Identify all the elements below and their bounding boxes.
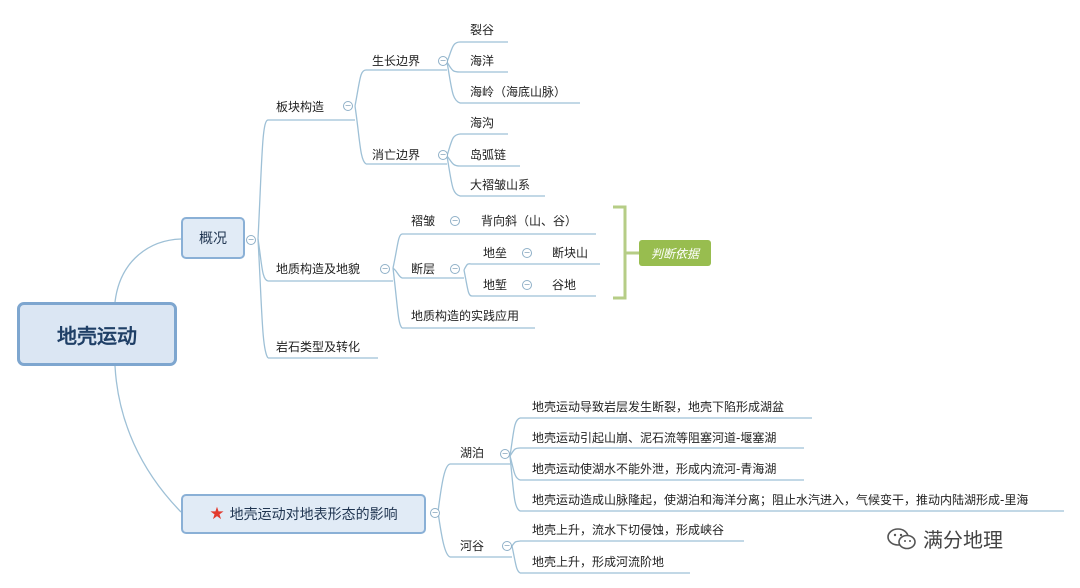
collapse-horst-icon[interactable]: − <box>522 248 532 258</box>
rock-node[interactable]: 岩石类型及转化 <box>276 340 361 354</box>
collapse-geo-icon[interactable]: − <box>380 264 390 274</box>
influence-node[interactable]: ★ 地壳运动对地表形态的影响 <box>181 494 426 534</box>
growth-boundary-node[interactable]: 生长边界 <box>372 54 421 68</box>
growth-item[interactable]: 裂谷 <box>470 23 495 37</box>
collapse-lake-icon[interactable]: − <box>500 449 510 459</box>
subduction-item[interactable]: 海沟 <box>470 116 495 130</box>
fold-node[interactable]: 褶皱 <box>411 214 436 228</box>
judgement-basis-badge: 判断依据 <box>639 240 711 266</box>
star-icon: ★ <box>209 504 225 524</box>
influence-label: 地壳运动对地表形态的影响 <box>229 507 398 523</box>
growth-item[interactable]: 海洋 <box>470 54 495 68</box>
root-node[interactable]: 地壳运动 <box>17 302 177 366</box>
overview-label: 概况 <box>199 231 227 247</box>
watermark-text: 满分地理 <box>923 528 1003 552</box>
collapse-fault-icon[interactable]: − <box>450 264 460 274</box>
fault-node[interactable]: 断层 <box>411 262 436 276</box>
horst-node[interactable]: 地垒 <box>483 246 508 260</box>
valley-node[interactable]: 河谷 <box>460 539 485 553</box>
geo-structure-node[interactable]: 地质构造及地貌 <box>276 262 361 276</box>
collapse-plate-icon[interactable]: − <box>343 101 353 111</box>
graben-result[interactable]: 谷地 <box>552 278 577 292</box>
horst-result[interactable]: 断块山 <box>552 246 589 260</box>
valley-item[interactable]: 地壳上升，流水下切侵蚀，形成峡谷 <box>532 523 725 537</box>
lake-item[interactable]: 地壳运动使湖水不能外泄，形成内流河-青海湖 <box>532 462 777 476</box>
subduction-item[interactable]: 大褶皱山系 <box>470 178 531 192</box>
lake-item[interactable]: 地壳运动造成山脉隆起，使湖泊和海洋分离；阻止水汽进入，气候变干，推动内陆湖形成-… <box>532 493 1029 507</box>
fold-item[interactable]: 背向斜（山、谷） <box>481 214 578 228</box>
subduction-boundary-node[interactable]: 消亡边界 <box>372 148 421 162</box>
collapse-valley-icon[interactable]: − <box>502 541 512 551</box>
geo-application-node[interactable]: 地质构造的实践应用 <box>411 309 520 323</box>
growth-item[interactable]: 海岭（海底山脉） <box>470 85 567 99</box>
lake-item[interactable]: 地壳运动引起山崩、泥石流等阻塞河道-堰塞湖 <box>532 431 777 445</box>
bracket <box>613 205 639 300</box>
lake-item[interactable]: 地壳运动导致岩层发生断裂，地壳下陷形成湖盆 <box>532 400 785 414</box>
collapse-overview-icon[interactable]: − <box>246 235 256 245</box>
wechat-icon <box>887 527 916 549</box>
collapse-fold-icon[interactable]: − <box>450 216 460 226</box>
collapse-influence-icon[interactable]: − <box>430 508 440 518</box>
subduction-item[interactable]: 岛弧链 <box>470 148 507 162</box>
plate-node[interactable]: 板块构造 <box>276 100 325 114</box>
graben-node[interactable]: 地堑 <box>483 278 508 292</box>
collapse-subduction-icon[interactable]: − <box>438 150 448 160</box>
overview-node[interactable]: 概况 <box>181 217 245 259</box>
valley-item[interactable]: 地壳上升，形成河流阶地 <box>532 555 665 569</box>
watermark: 满分地理 <box>887 524 1003 553</box>
collapse-graben-icon[interactable]: − <box>522 280 532 290</box>
lake-node[interactable]: 湖泊 <box>460 446 485 460</box>
collapse-growth-icon[interactable]: − <box>438 56 448 66</box>
